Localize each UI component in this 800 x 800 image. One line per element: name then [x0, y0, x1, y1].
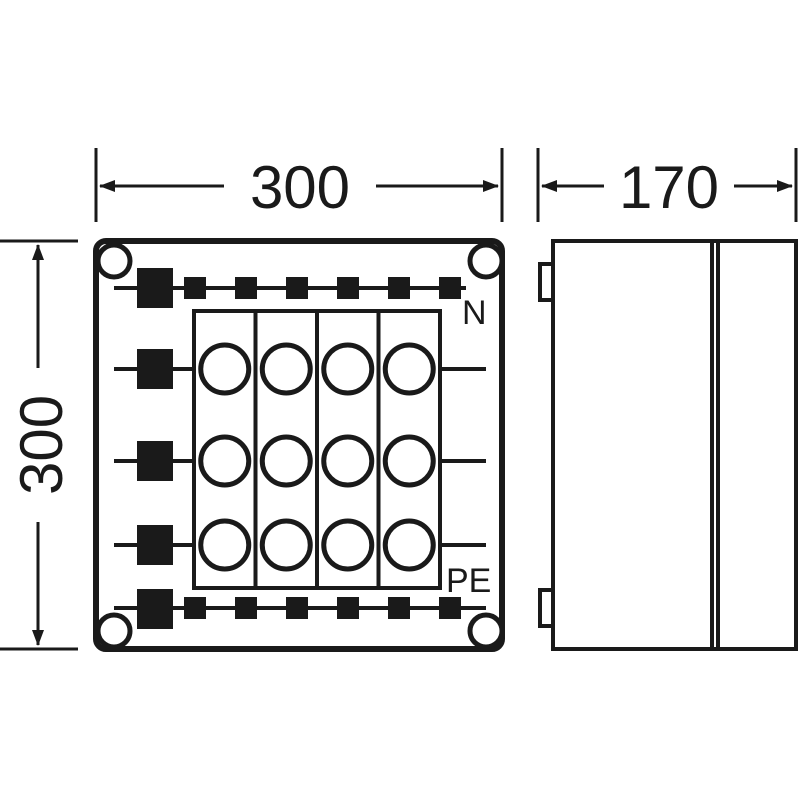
dimension-height-text: 300: [8, 395, 75, 495]
phase-terminal-icon: [382, 342, 436, 396]
pe-terminal: [439, 597, 461, 619]
corner-screw-icon: [95, 612, 133, 650]
phase-terminal-icon: [382, 434, 436, 488]
pe-terminal: [235, 597, 257, 619]
pe-terminal: [337, 597, 359, 619]
phase-terminal-icon: [198, 342, 252, 396]
phase-terminal-icon: [198, 518, 252, 572]
dimension-depth-text: 170: [619, 154, 719, 221]
phase-rows: [114, 342, 486, 572]
phase-terminal-icon: [321, 434, 375, 488]
phase-main-terminal: [137, 441, 173, 481]
corner-screw-icon: [467, 242, 505, 280]
front-view: N PE: [93, 238, 505, 652]
neutral-terminal: [235, 277, 257, 299]
phase-terminal-icon: [382, 518, 436, 572]
pe-terminal: [184, 597, 206, 619]
dimension-height: 300: [0, 239, 78, 651]
phase-terminal-icon: [321, 342, 375, 396]
neutral-terminal: [388, 277, 410, 299]
neutral-terminal: [184, 277, 206, 299]
pe-label: PE: [446, 562, 491, 600]
neutral-terminal: [337, 277, 359, 299]
phase-terminal-icon: [259, 342, 313, 396]
dimension-width: 300: [94, 148, 504, 222]
corner-screw-icon: [467, 612, 505, 650]
pe-main-terminal: [137, 589, 173, 629]
pe-terminal: [286, 597, 308, 619]
neutral-label: N: [462, 294, 487, 332]
phase-main-terminal: [137, 525, 173, 565]
pe-terminal: [388, 597, 410, 619]
neutral-terminal: [439, 277, 461, 299]
phase-terminal-icon: [321, 518, 375, 572]
neutral-main-terminal: [137, 268, 173, 308]
hinge-icon: [538, 588, 555, 628]
dimension-depth: 170: [536, 148, 798, 222]
phase-terminal-icon: [259, 518, 313, 572]
corner-screw-icon: [95, 242, 133, 280]
neutral-terminal-bar: [114, 268, 466, 308]
phase-terminal-icon: [198, 434, 252, 488]
neutral-terminal: [286, 277, 308, 299]
dimension-width-text: 300: [250, 154, 350, 221]
phase-terminal-icon: [259, 434, 313, 488]
hinge-icon: [538, 262, 555, 302]
side-body-outline: [551, 239, 798, 651]
pe-terminal-bar: [114, 589, 486, 629]
side-view: [538, 239, 798, 651]
phase-main-terminal: [137, 349, 173, 389]
